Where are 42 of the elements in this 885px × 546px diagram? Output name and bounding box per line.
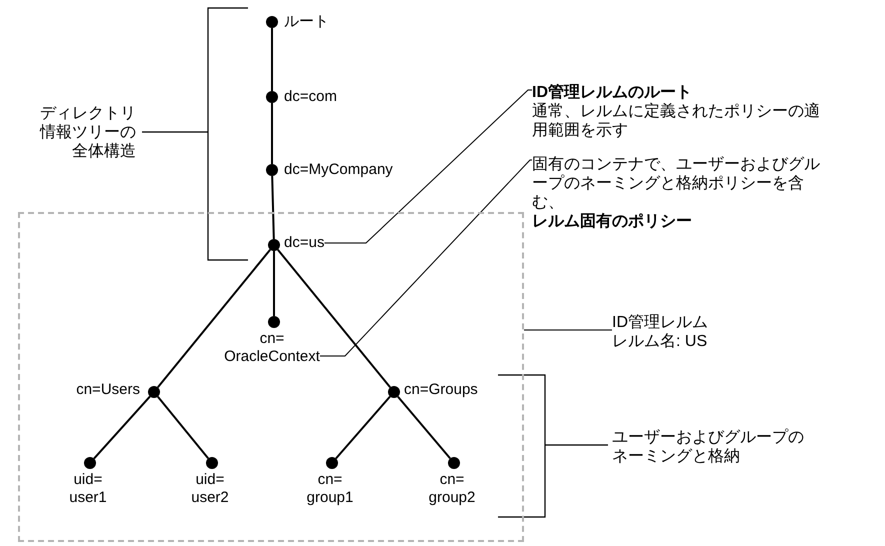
tree-node-dot bbox=[84, 457, 96, 469]
tree-node-dot bbox=[448, 457, 460, 469]
node-label: cn= group2 bbox=[428, 471, 476, 507]
tree-node-dot bbox=[266, 164, 278, 176]
tree-branch bbox=[271, 103, 273, 164]
tree-node-dot bbox=[268, 239, 280, 251]
annotation-text: ディレクトリ情報ツリーの全体構造 bbox=[40, 104, 136, 161]
node-label: cn=Groups bbox=[404, 381, 478, 399]
tree-node-dot bbox=[206, 457, 218, 469]
tree-branch bbox=[93, 396, 151, 460]
tree-branch bbox=[157, 249, 271, 388]
tree-branch bbox=[335, 396, 391, 460]
node-label: dc=MyCompany bbox=[284, 161, 393, 179]
tree-branch bbox=[277, 249, 391, 388]
annotation-heading: ID管理レルムのルート bbox=[532, 83, 693, 102]
annotation-text: レルム名: US bbox=[612, 332, 708, 351]
tree-branch bbox=[271, 176, 275, 240]
annotation-text: ID管理レルム bbox=[612, 313, 709, 332]
tree-node-dot bbox=[148, 386, 160, 398]
tree-branch bbox=[157, 396, 209, 459]
annotation-text: 通常、レルムに定義されたポリシーの適用範囲を示す bbox=[532, 102, 821, 140]
node-label: dc=com bbox=[284, 88, 337, 106]
dashed-boundary bbox=[18, 212, 524, 542]
tree-node-dot bbox=[326, 457, 338, 469]
node-label: cn= group1 bbox=[306, 471, 354, 507]
tree-node-dot bbox=[268, 316, 280, 328]
tree-branch bbox=[271, 28, 273, 91]
node-label: dc=us bbox=[284, 234, 324, 252]
tree-branch bbox=[273, 251, 275, 316]
leader-line bbox=[324, 90, 532, 244]
leader-line bbox=[319, 160, 532, 356]
tree-node-dot bbox=[388, 386, 400, 398]
node-label: cn=Users bbox=[76, 381, 140, 399]
tree-node-dot bbox=[266, 16, 278, 28]
node-label: cn= OracleContext bbox=[224, 330, 320, 366]
annotation-text: ユーザーおよびグループのネーミングと格納 bbox=[612, 428, 805, 466]
node-label: uid= user1 bbox=[69, 471, 107, 507]
node-label: uid= user2 bbox=[191, 471, 229, 507]
tree-branch bbox=[397, 396, 451, 460]
tree-node-dot bbox=[266, 91, 278, 103]
annotation-text: 固有のコンテナで、ユーザーおよびグループのネーミングと格納ポリシーを含む、レルム固有のポリシー bbox=[532, 155, 821, 231]
node-label: ルート bbox=[284, 13, 329, 31]
